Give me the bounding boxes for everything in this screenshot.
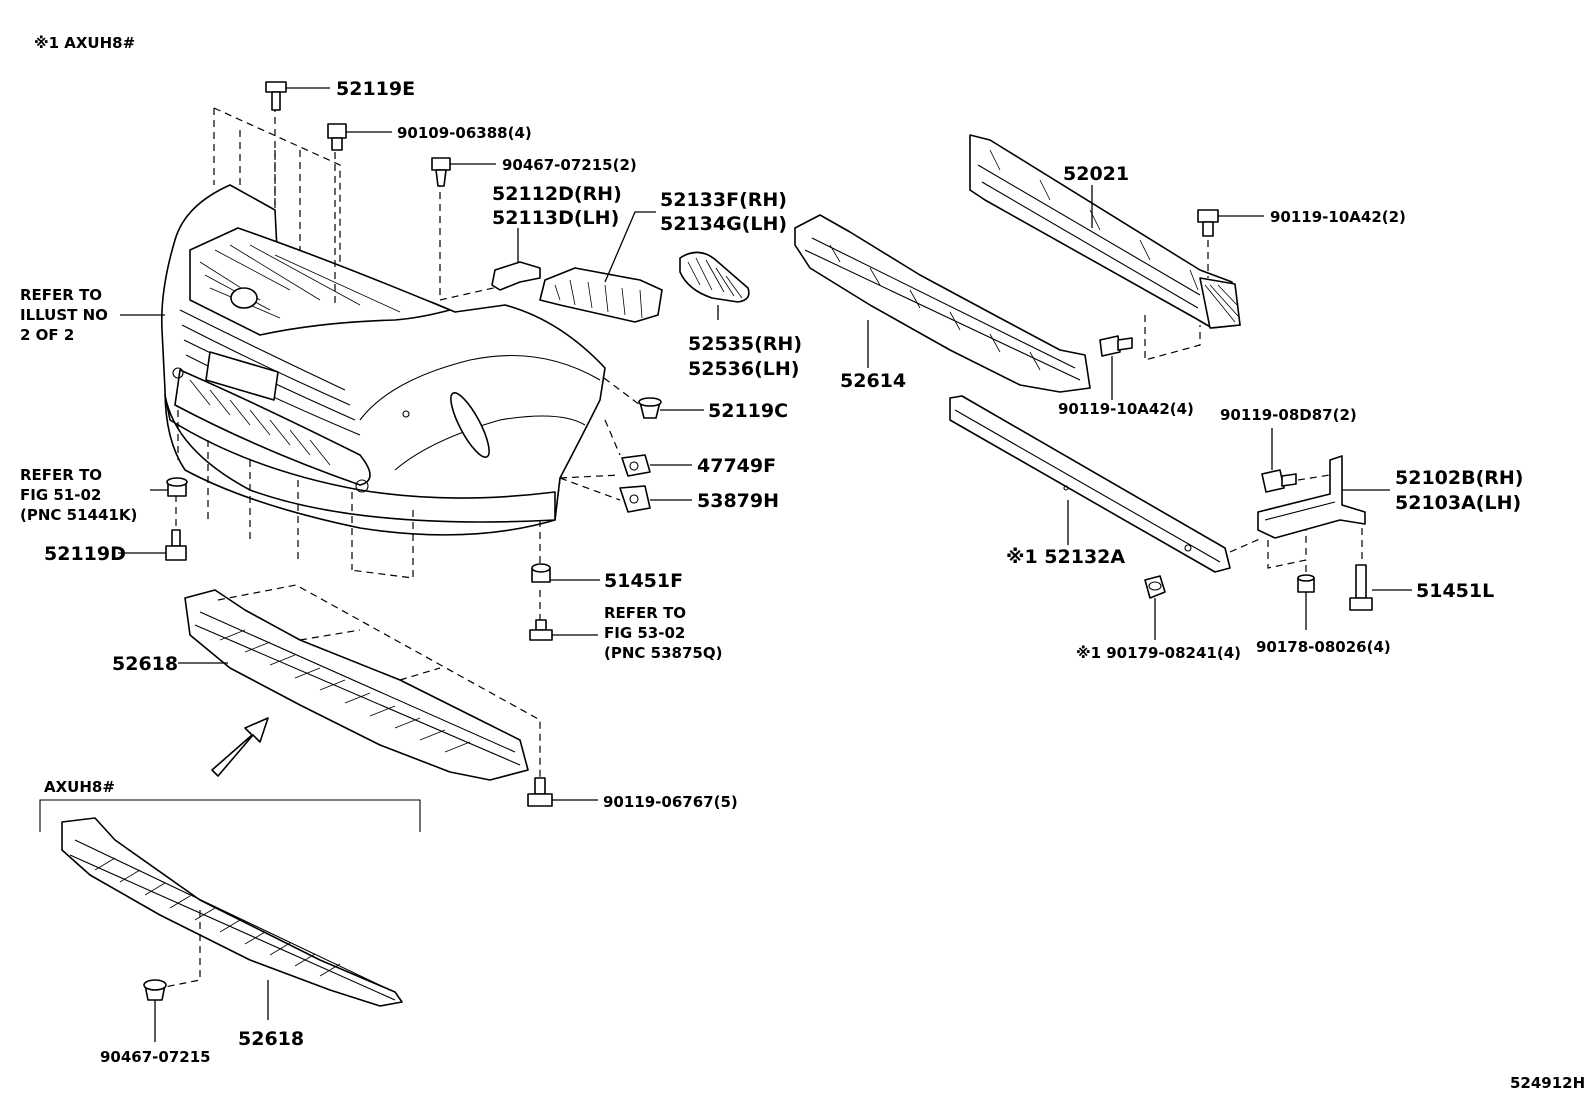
clip-52119C-icon xyxy=(638,397,662,419)
bolt-90109-06388-icon xyxy=(327,123,347,151)
bolt-90119-10A42-4-icon xyxy=(1099,335,1133,357)
label-52536: 52536(LH) xyxy=(688,358,799,380)
label-52112D: 52112D(RH) xyxy=(492,183,622,205)
bolt-51451L-icon xyxy=(1349,564,1373,611)
ref-fig53-line3: (PNC 53875Q) xyxy=(604,644,722,662)
label-52021: 52021 xyxy=(1063,163,1129,185)
variant-box-label: AXUH8# xyxy=(44,778,115,796)
ref-illust-line3: 2 OF 2 xyxy=(20,326,74,344)
header-note: ※1 AXUH8# xyxy=(34,34,135,52)
label-52119E: 52119E xyxy=(336,78,415,100)
bolt-90119-10A42-2-icon xyxy=(1197,209,1219,237)
label-52134G: 52134G(LH) xyxy=(660,213,787,235)
clip-47749F-icon xyxy=(621,454,651,477)
ref-fig51-line1: REFER TO xyxy=(20,466,102,484)
label-90119-08D87: 90119-08D87(2) xyxy=(1220,406,1357,424)
bolt-90119-06767-icon xyxy=(527,777,553,807)
label-52618-main: 52618 xyxy=(112,653,178,675)
bolt-90119-08D87-icon xyxy=(1261,469,1297,493)
ref-fig51-line3: (PNC 51441K) xyxy=(20,506,137,524)
label-52535: 52535(RH) xyxy=(688,333,802,355)
reference-fig-53-02: REFER TO FIG 53-02 (PNC 53875Q) xyxy=(604,604,722,662)
ref-illust-line1: REFER TO xyxy=(20,286,102,304)
label-53879H: 53879H xyxy=(697,490,779,512)
nut-90179-08241-icon xyxy=(1144,575,1166,599)
ref-fig51-line2: FIG 51-02 xyxy=(20,486,101,504)
label-90119-10A42-4: 90119-10A42(4) xyxy=(1058,400,1194,418)
bar-52132A xyxy=(949,395,1231,573)
label-52113D: 52113D(LH) xyxy=(492,207,619,229)
label-51451F: 51451F xyxy=(604,570,683,592)
nut-90178-08026-icon xyxy=(1297,574,1315,593)
ref-illust-line2: ILLUST NO xyxy=(20,306,108,324)
under-cover-52618-main xyxy=(184,584,541,781)
label-90467-07215-2: 90467-07215(2) xyxy=(502,156,637,174)
label-90119-10A42-2: 90119-10A42(2) xyxy=(1270,208,1406,226)
bracket-52112D-icon xyxy=(491,261,541,291)
view-arrow-icon xyxy=(211,717,269,777)
label-52132A: ※1 52132A xyxy=(1006,546,1125,568)
label-52119C: 52119C xyxy=(708,400,788,422)
clip-90467-07215-variant-icon xyxy=(143,979,167,1001)
retainer-52133F-icon xyxy=(539,267,663,323)
reinforcement-52021 xyxy=(969,134,1241,329)
label-52119D: 52119D xyxy=(44,543,126,565)
clip-51451F-icon xyxy=(531,563,551,583)
front-bumper-cover xyxy=(160,107,606,579)
clip-51441K-icon xyxy=(166,477,188,497)
reference-illust-2of2: REFER TO ILLUST NO 2 OF 2 xyxy=(20,286,108,344)
label-51451L: 51451L xyxy=(1416,580,1494,602)
label-52102B: 52102B(RH) xyxy=(1395,467,1523,489)
bolt-53875Q-icon xyxy=(529,619,553,641)
screw-52119E-icon xyxy=(265,81,287,111)
label-47749F: 47749F xyxy=(697,455,776,477)
label-52133F: 52133F(RH) xyxy=(660,189,787,211)
clip-53879H-icon xyxy=(619,485,651,513)
label-90467-07215: 90467-07215 xyxy=(100,1048,211,1066)
bracket-52102B-icon xyxy=(1257,455,1366,539)
screw-52119D-icon xyxy=(165,529,187,561)
grille-52535-icon xyxy=(679,251,750,303)
label-52614: 52614 xyxy=(840,370,906,392)
variant-box-axuh8: AXUH8# xyxy=(39,778,421,832)
label-90119-06767: 90119-06767(5) xyxy=(603,793,738,811)
absorber-52614 xyxy=(794,214,1091,393)
label-52103A: 52103A(LH) xyxy=(1395,492,1521,514)
ref-fig53-line2: FIG 53-02 xyxy=(604,624,685,642)
label-52618-variant: 52618 xyxy=(238,1028,304,1050)
label-90179-08241: ※1 90179-08241(4) xyxy=(1076,644,1241,662)
label-90178-08026: 90178-08026(4) xyxy=(1256,638,1391,656)
clip-90467-07215-icon xyxy=(431,157,451,187)
ref-fig53-line1: REFER TO xyxy=(604,604,686,622)
reference-fig-51-02: REFER TO FIG 51-02 (PNC 51441K) xyxy=(20,466,137,524)
under-cover-52618-variant xyxy=(61,817,403,1007)
label-90109-06388: 90109-06388(4) xyxy=(397,124,532,142)
illustration-code: 524912H xyxy=(1510,1074,1585,1092)
